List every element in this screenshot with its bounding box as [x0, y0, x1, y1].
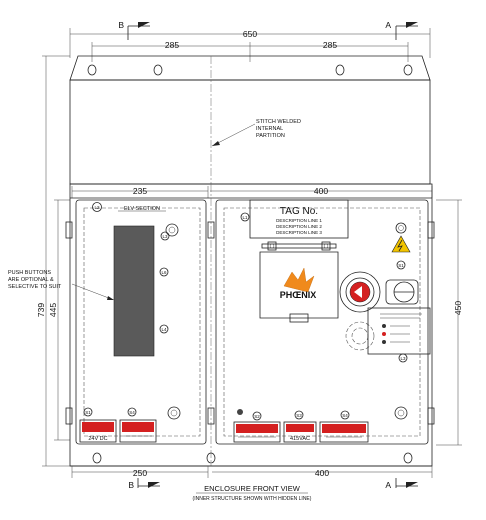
stitch-note-line2: INTERNAL [256, 126, 283, 132]
dim-bottom-right: 400 [315, 468, 329, 478]
callout-s4-right: S4 [342, 413, 348, 418]
callout-l3-left: L3 [162, 234, 168, 239]
logo-text: PHŒNIX [280, 290, 317, 300]
stitch-note-line3: PARTITION [256, 133, 285, 139]
callout-l2: L2 [94, 205, 100, 210]
callout-s1-left: S1 [85, 410, 91, 415]
dim-bottom-left: 250 [133, 468, 147, 478]
section-marker-b-top: B [118, 20, 124, 30]
dim-top-overall: 650 [243, 29, 257, 39]
label-red-3 [236, 424, 278, 433]
label-red-1 [82, 422, 114, 432]
dim-mid-left: 235 [133, 186, 147, 196]
callout-l1: L1 [242, 215, 248, 220]
tag-plate [249, 199, 349, 239]
label-red-2 [122, 422, 154, 432]
tag-line2: DESCRIPTION LINE 2 [276, 224, 322, 229]
push-note-line2: ARE OPTIONAL & [8, 277, 54, 283]
left-dimensions: 739 445 [36, 55, 70, 467]
right-dimensions: 450 [436, 199, 463, 446]
label-415vac: 415VAC [290, 436, 310, 442]
enclosure-hood [69, 55, 431, 185]
elv-door: L2 ELV SECTION L3 L6 L4 S1 S4 24V DC [75, 199, 207, 445]
callout-s3: S3 [296, 413, 302, 418]
caption-title: ENCLOSURE FRONT VIEW [204, 484, 301, 493]
section-marker-b-bottom: B [128, 480, 134, 490]
tag-title: TAG No. [280, 206, 318, 217]
dim-height-inner: 445 [48, 303, 58, 317]
elv-section-label: ELV SECTION [124, 206, 160, 212]
callout-l3-right: L3 [400, 356, 406, 361]
callout-s2: S2 [254, 414, 260, 419]
callout-l4: L4 [161, 327, 167, 332]
push-note-line1: PUSH BUTTONS [8, 270, 51, 276]
mid-dimensions: 235 400 [71, 186, 433, 198]
info-plate [367, 307, 431, 355]
tag-line3: DESCRIPTION LINE 3 [276, 230, 322, 235]
callout-l6: L6 [161, 270, 167, 275]
caption: ENCLOSURE FRONT VIEW (INNER STRUCTURE SH… [193, 484, 312, 502]
push-note-line3: SELECTIVE TO SUIT [8, 284, 62, 290]
dim-height-overall: 739 [36, 303, 46, 317]
label-red-5 [322, 424, 366, 433]
dim-mid-right: 400 [314, 186, 328, 196]
lightning-icon [397, 239, 403, 252]
isolator-switch [339, 271, 381, 313]
dim-top-right: 285 [323, 40, 337, 50]
push-buttons-note: PUSH BUTTONS ARE OPTIONAL & SELECTIVE TO… [8, 270, 115, 301]
warning-triangle-icon [391, 235, 411, 253]
bottom-dimensions: 250 400 B A [71, 466, 433, 490]
stitch-note-line1: STITCH WELDED [256, 119, 301, 125]
caption-subtitle: (INNER STRUCTURE SHOWN WITH HIDDEN LINE) [193, 496, 312, 502]
bottom-mounts [70, 452, 432, 467]
callout-s1-right-top: S1 [398, 263, 404, 268]
top-dimensions: 650 285 285 B A [69, 20, 431, 62]
label-red-4 [286, 424, 314, 432]
elv-component-panel [113, 225, 155, 357]
section-marker-a-top: A [385, 20, 391, 30]
label-24v-dc: 24V DC [88, 436, 107, 442]
phoenix-logo: PHŒNIX [280, 267, 317, 300]
stitch-welded-note: STITCH WELDED INTERNAL PARTITION [211, 119, 301, 147]
enclosure-body [65, 183, 435, 467]
dim-top-left: 285 [165, 40, 179, 50]
main-door: L1 TAG No. DESCRIPTION LINE 1 DESCRIPTIO… [215, 199, 431, 445]
callout-s4-left: S4 [129, 410, 135, 415]
tag-line1: DESCRIPTION LINE 1 [276, 218, 322, 223]
section-marker-a-bottom: A [385, 480, 391, 490]
dim-height-right: 450 [453, 301, 463, 315]
